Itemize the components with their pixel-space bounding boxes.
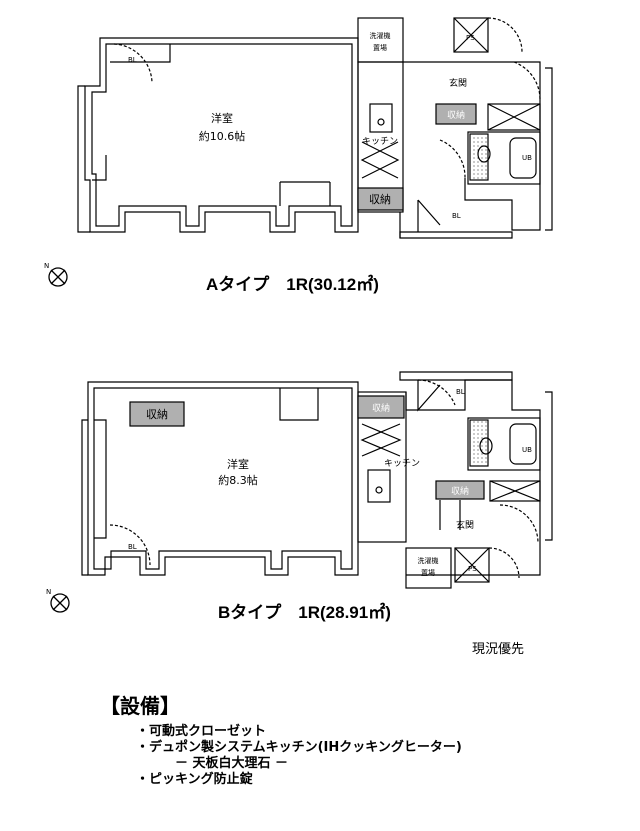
plan-b-room-storage [129, 401, 185, 427]
plan-b-bl-top: BL [456, 388, 465, 396]
equipment-list: ・可動式クローゼット ・デュポン製システムキッチン(IHクッキングヒーター) －… [136, 724, 462, 788]
plan-a-ub-label: UB [522, 154, 532, 162]
plan-a-balcony [77, 85, 90, 233]
plan-a [77, 17, 553, 239]
plan-b-bath [467, 417, 541, 471]
plan-a-bl-top: BL [128, 56, 137, 64]
plan-a-kitchen-label: キッチン [362, 136, 398, 147]
plan-a-sink [369, 103, 393, 133]
plan-a-entrance-label: 玄関 [449, 77, 467, 89]
plan-b-title: Bタイプ 1R(28.91㎡) [218, 602, 391, 622]
compass-icon [48, 267, 68, 287]
equipment-item: ・可動式クローゼット [136, 724, 267, 739]
plan-b-sink [367, 469, 391, 503]
plan-b-entry-storage-label: 収納 [451, 485, 469, 497]
plan-a-storage-label: 収納 [369, 193, 391, 206]
plan-b-kitchen-storage-label: 収納 [372, 402, 390, 414]
equipment-item: － 天板白大理石 － [136, 756, 289, 771]
plan-b [81, 371, 553, 589]
plan-a-title: Aタイプ 1R(30.12㎡) [206, 274, 379, 294]
condition-note: 現況優先 [472, 642, 525, 657]
plan-a-bl-bottom: BL [452, 212, 461, 220]
plan-b-room-storage-label: 収納 [146, 408, 168, 421]
plan-b-laundry-label-2: 置場 [421, 568, 435, 577]
plan-a-room-walls [84, 37, 359, 233]
plan-a-laundry-label-2: 置場 [373, 43, 387, 52]
plan-b-ps [454, 547, 490, 583]
plan-a-entry-storage-label: 収納 [447, 109, 465, 121]
plan-b-entry-storage [435, 480, 485, 500]
plan-b-room-walls [87, 381, 359, 576]
plan-b-laundry-label-1: 洗濯機 [418, 556, 439, 565]
plan-b-ub-label: UB [522, 446, 532, 454]
plan-b-laundry [405, 547, 452, 589]
compass-icon [50, 593, 70, 613]
plan-b-room-label: 洋室 [227, 457, 249, 471]
plan-a-ps-label: PS [466, 34, 475, 42]
plan-a-storage [357, 187, 404, 211]
plan-b-kitchen-area [357, 391, 407, 543]
plan-a-room-label: 洋室 [211, 111, 233, 125]
plan-b-ps-label: PS [468, 565, 477, 573]
plan-b-kitchen-label: キッチン [384, 458, 420, 469]
plan-a-bath [467, 131, 541, 185]
equipment-heading: 【設備】 [100, 694, 180, 718]
plan-b-north: N [46, 588, 51, 596]
equipment-item: ・デュポン製システムキッチン(IHクッキングヒーター) [136, 740, 462, 755]
plan-a-entry-storage [435, 103, 477, 125]
plan-a-laundry [357, 17, 404, 63]
equipment-item: ・ピッキング防止錠 [136, 772, 253, 787]
plan-a-north: N [44, 262, 49, 270]
plan-b-room-size: 約8.3帖 [218, 473, 258, 487]
plan-a-laundry-label-1: 洗濯機 [370, 31, 391, 40]
plan-b-bl-bottom: BL [128, 543, 137, 551]
plan-a-ps [453, 17, 489, 53]
plan-b-kitchen-storage [357, 395, 405, 419]
plan-a-room-size: 約10.6帖 [199, 129, 246, 143]
plan-b-entrance-label: 玄関 [456, 519, 474, 531]
